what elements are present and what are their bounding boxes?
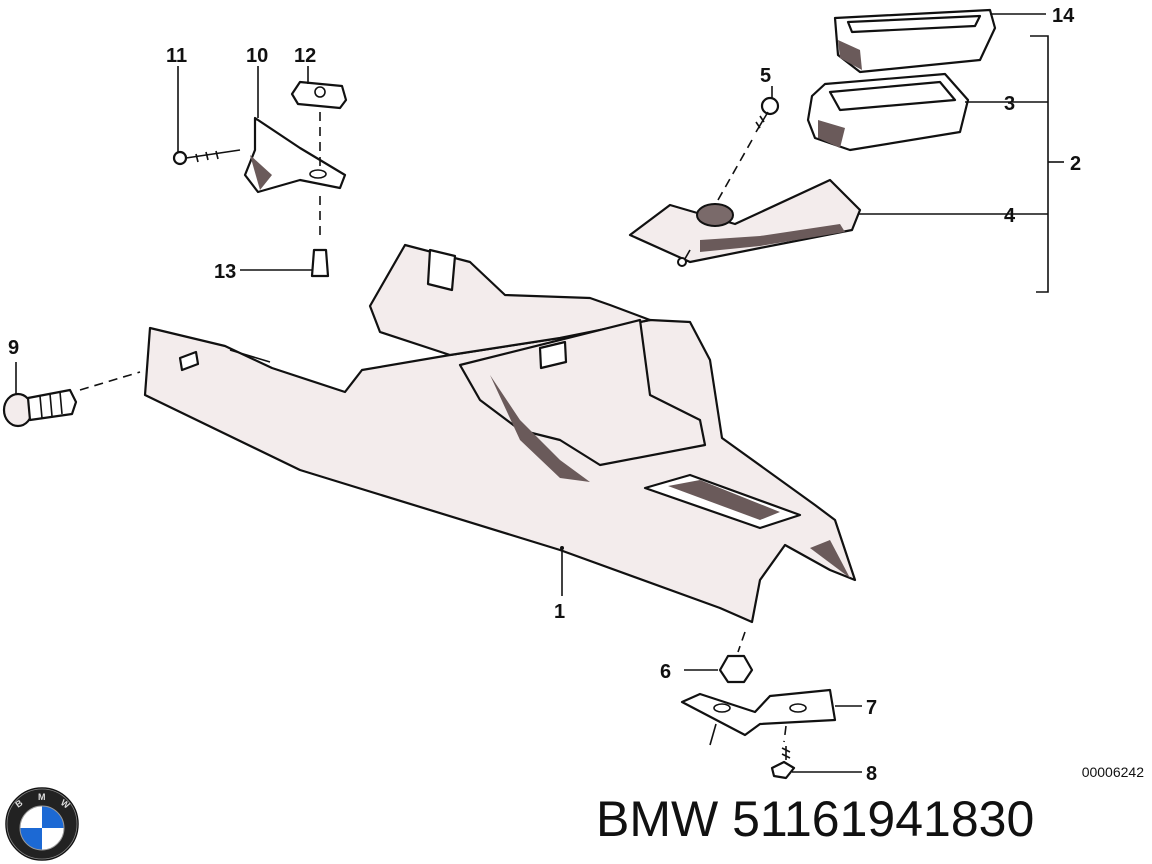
reference-code: 00006242 [1081, 764, 1144, 780]
part-5-screw [717, 96, 780, 201]
callout-2: 2 [1070, 153, 1081, 175]
part-number-caption: BMW 51161941830 [596, 791, 1035, 847]
callout-11: 11 [166, 45, 187, 67]
part-7-bracket [680, 688, 862, 746]
part-11-screw [172, 149, 241, 166]
part-4-holder [628, 178, 862, 267]
part-13-screw [240, 196, 330, 278]
part-14-tray-insert [833, 8, 997, 74]
bmw-roundel-icon: B M W [5, 787, 79, 861]
callout-1: 1 [554, 601, 565, 623]
callout-5: 5 [760, 65, 771, 87]
part-9-clip [2, 362, 141, 428]
part-12-nut [290, 80, 348, 166]
svg-text:B: B [13, 797, 24, 809]
callout-12: 12 [294, 45, 316, 67]
callout-13: 13 [214, 261, 236, 283]
callout-10: 10 [246, 45, 268, 67]
part-1-center-console [143, 243, 857, 624]
part-3-tray [806, 72, 970, 152]
callout-4: 4 [1004, 205, 1016, 227]
callout-14: 14 [1052, 5, 1075, 27]
part-6-nut [684, 631, 754, 684]
callout-3: 3 [1004, 93, 1015, 115]
callout-7: 7 [866, 697, 877, 719]
part-8-screw [770, 725, 862, 780]
callout-8: 8 [866, 763, 877, 785]
part-10-bracket [243, 116, 347, 194]
callout-6: 6 [660, 661, 671, 683]
svg-text:M: M [38, 792, 46, 802]
group-2-bracket [858, 13, 1064, 293]
callout-9: 9 [8, 337, 19, 359]
